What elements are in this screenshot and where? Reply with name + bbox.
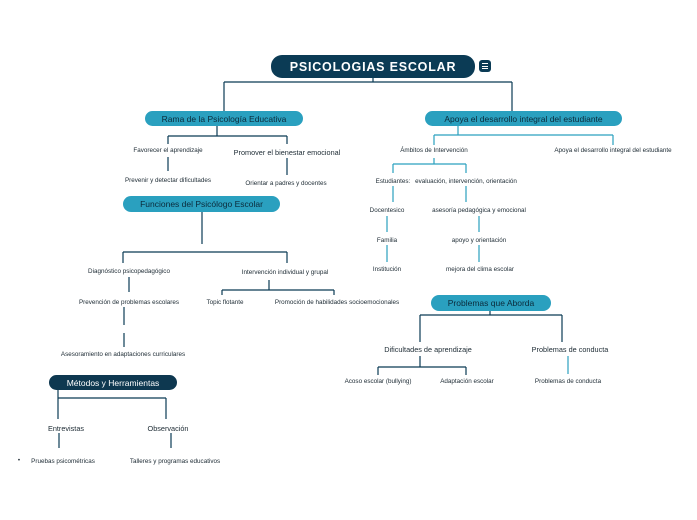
node-orientar[interactable]: Orientar a padres y docentes [245,180,327,187]
connector-intervencion [221,280,335,295]
node-institucion[interactable]: Institución [372,266,402,273]
node-intervencion[interactable]: Intervención individual y grupal [241,269,329,276]
connector-funciones-split [122,251,288,263]
menu-icon[interactable] [479,60,491,72]
topic-problemas[interactable]: Problemas que Aborda [431,295,551,311]
topic-funciones[interactable]: Funciones del Psicólogo Escolar [123,196,280,212]
node-acoso[interactable]: Acoso escolar (bullying) [344,378,412,385]
node-talleres[interactable]: Talleres y programas educativos [129,458,221,465]
node-promocion[interactable]: Promoción de habilidades socioemocionale… [274,299,400,306]
connector-problemas [419,310,563,342]
connector-apoya [433,125,614,145]
topic-rama[interactable]: Rama de la Psicología Educativa [145,111,303,126]
topic-funciones-label: Funciones del Psicólogo Escolar [140,199,263,209]
node-entrevistas[interactable]: Entrevistas [47,424,85,433]
connector-rama [167,125,288,144]
root-title[interactable]: PSICOLOGIAS ESCOLAR [271,55,475,78]
connector-root [223,78,513,111]
node-prevenir[interactable]: Prevenir y detectar dificultades [124,177,212,184]
node-observacion[interactable]: Observación [147,424,189,433]
topic-apoya-label: Apoya el desarrollo integral del estudia… [444,113,603,124]
node-topic[interactable]: Topic flotante [206,299,244,306]
bullet-marker: • [17,457,21,464]
node-favorecer[interactable]: Favorecer el aprendizaje [133,147,203,154]
node-asesoramiento[interactable]: Asesoramiento en adaptaciones curricular… [60,351,186,358]
node-apoya-label[interactable]: Apoya el desarrollo integral del estudia… [554,147,672,154]
node-adaptacion[interactable]: Adaptación escolar [440,378,494,385]
node-conducta-child[interactable]: Problemas de conducta [534,378,602,385]
topic-rama-label: Rama de la Psicología Educativa [161,113,287,124]
topic-metodos[interactable]: Métodos y Herramientas [49,375,177,390]
node-promover[interactable]: Promover el bienestar emocional [233,148,341,157]
node-prevencion[interactable]: Prevención de problemas escolares [78,299,180,306]
node-pruebas[interactable]: Pruebas psicométricas [31,458,95,465]
node-familia[interactable]: Familia [376,237,398,244]
node-ambitos[interactable]: Ámbitos de Intervención [400,147,468,154]
node-dificultades[interactable]: Dificultades de aprendizaje [384,345,472,354]
connector-dificultades [377,356,467,375]
connector-ambitos [392,158,467,173]
root-title-text: PSICOLOGIAS ESCOLAR [289,59,457,74]
node-docentesico[interactable]: Docentesico [369,207,405,214]
node-diagnostico[interactable]: Diagnóstico psicopedagógico [88,268,170,275]
topic-metodos-label: Métodos y Herramientas [66,377,160,388]
node-apoyo[interactable]: apoyo y orientación [451,237,507,244]
connector-metodos [57,389,167,419]
node-asesoria[interactable]: asesoría pedagógica y emocional [432,207,526,214]
node-estudiantes[interactable]: Estudiantes: [375,178,411,185]
topic-problemas-label: Problemas que Aborda [447,298,535,308]
node-evaluacion[interactable]: evaluación, intervención, orientación [415,178,517,185]
node-conducta[interactable]: Problemas de conducta [531,345,609,354]
topic-apoya[interactable]: Apoya el desarrollo integral del estudia… [425,111,622,126]
node-mejora[interactable]: mejora del clima escolar [446,266,514,273]
